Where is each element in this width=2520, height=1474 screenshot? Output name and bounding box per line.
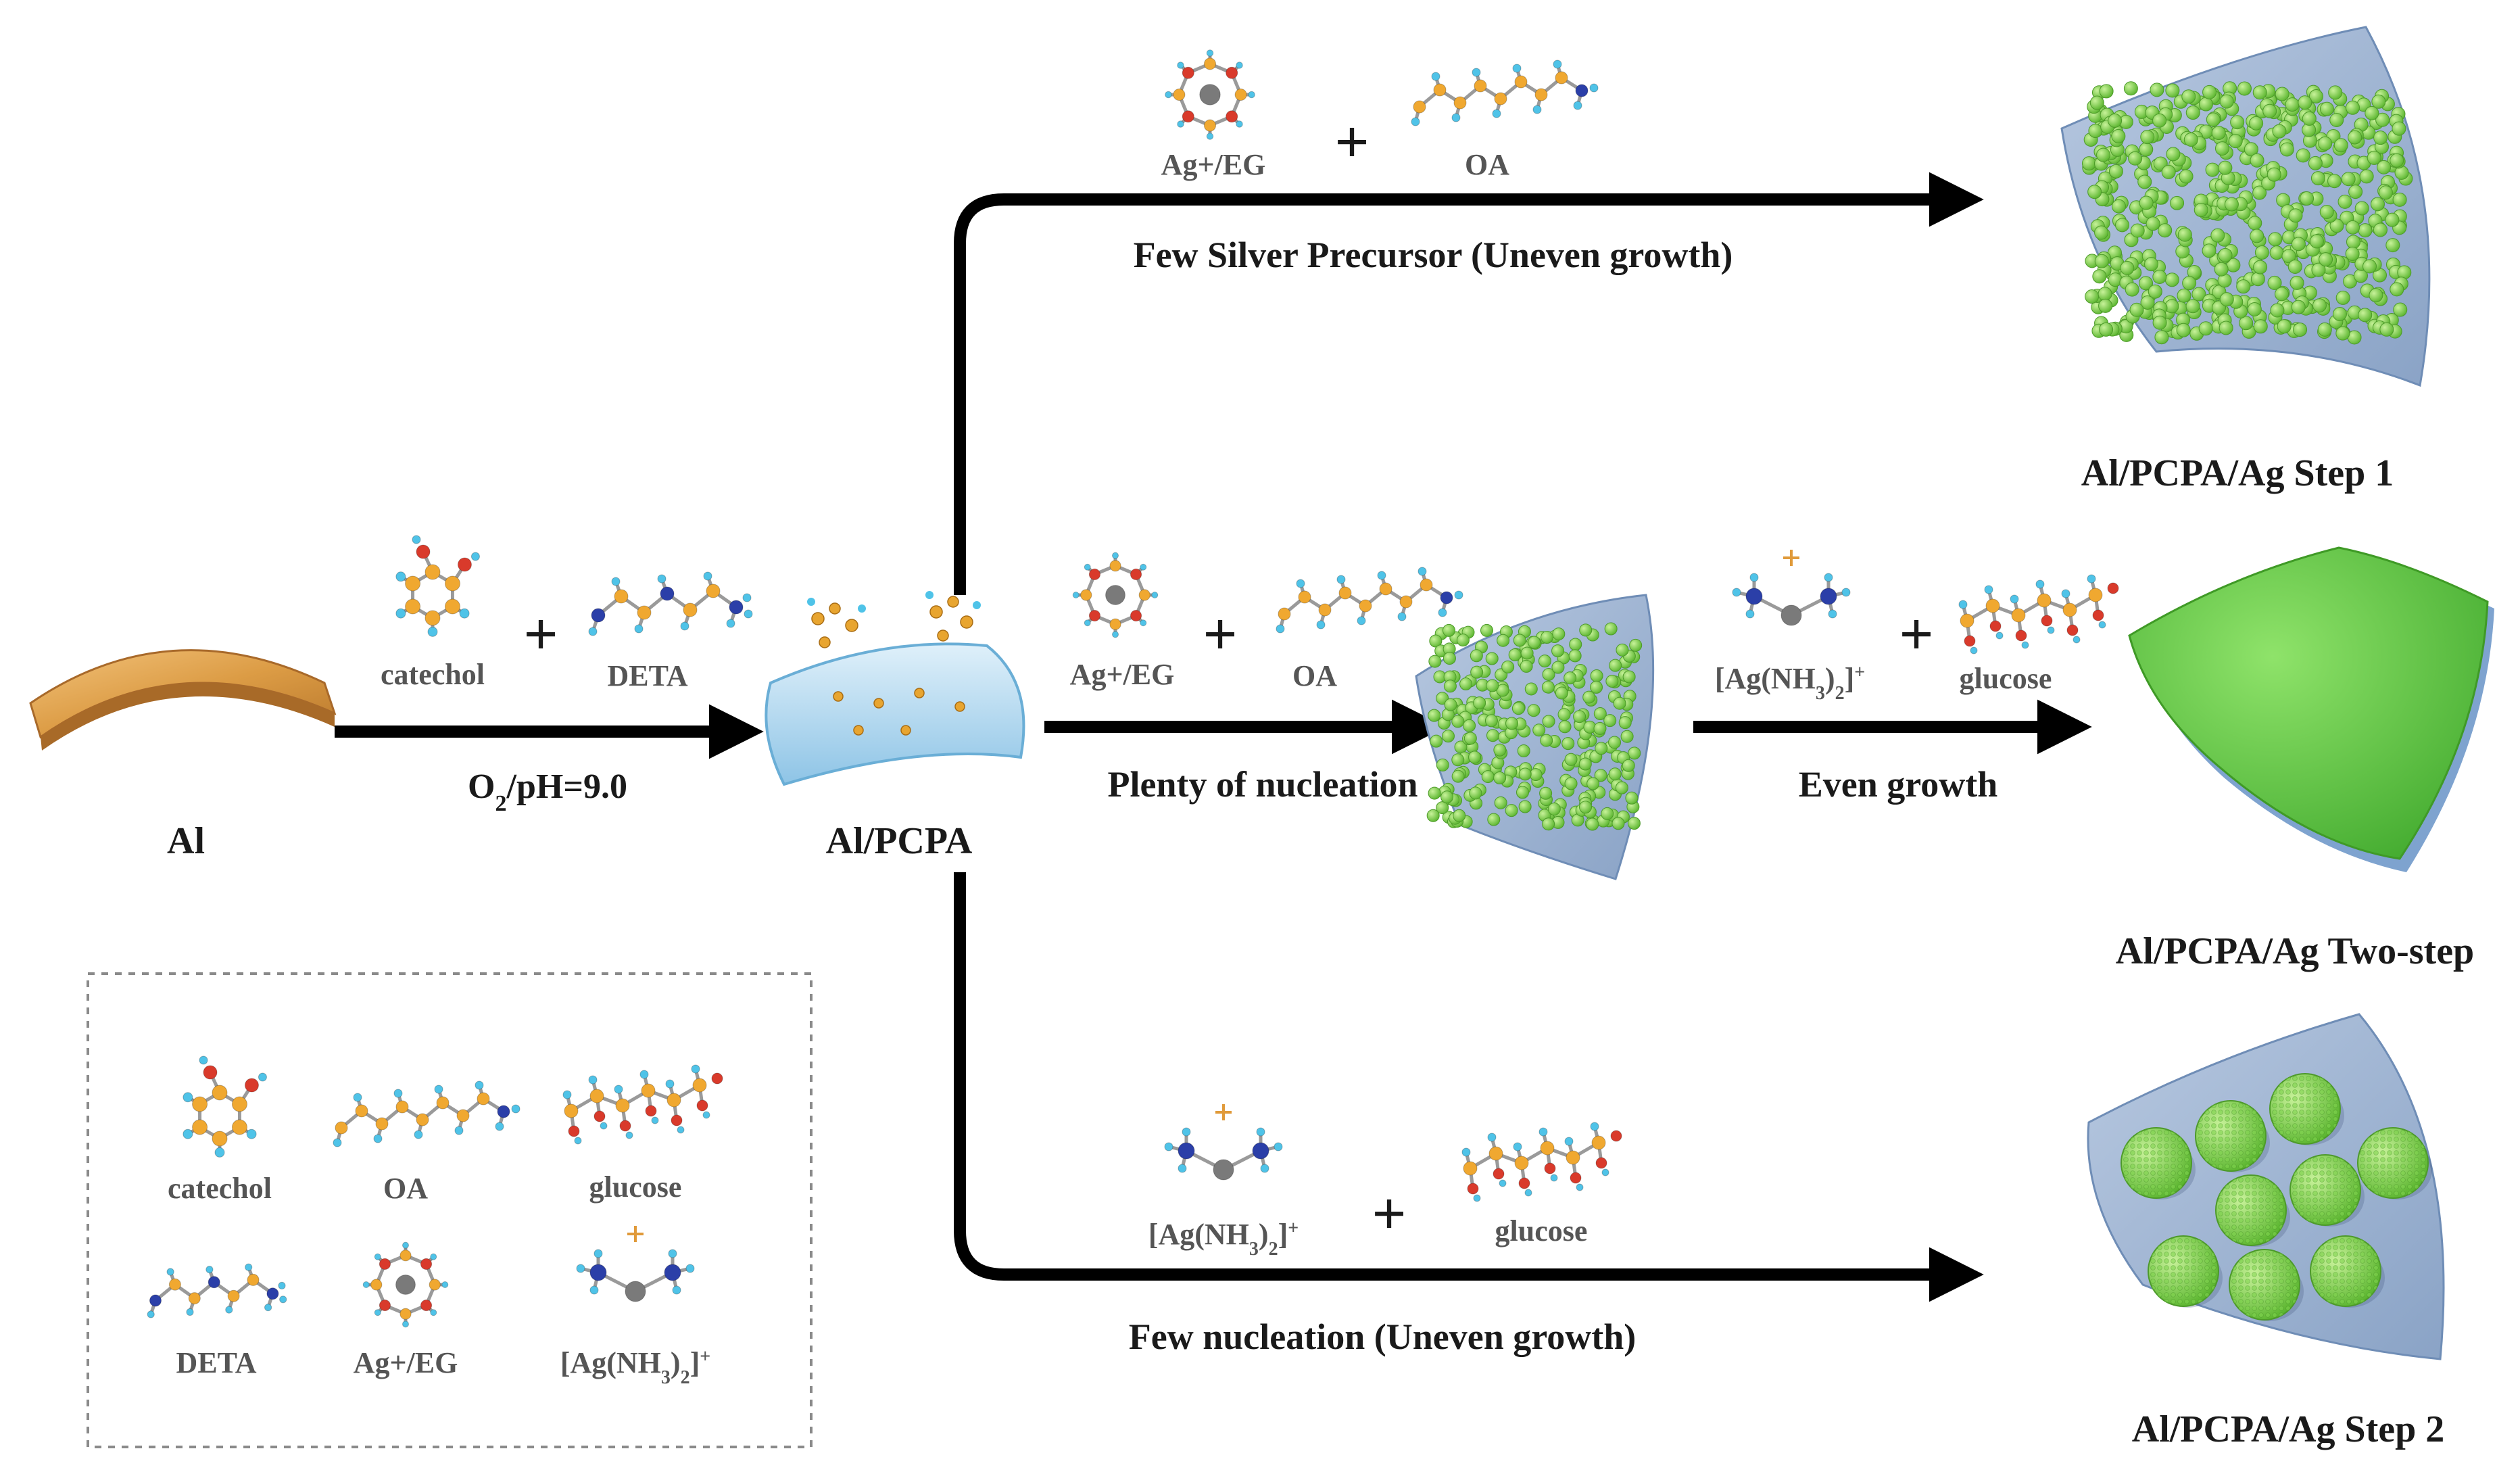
legend-deta: DETA — [176, 1346, 257, 1379]
plus-icon: + — [1899, 601, 1933, 668]
label-top-oa: OA — [1465, 148, 1509, 181]
glucose-molecule-icon — [1461, 1122, 1622, 1202]
label-plenty-nucleation: Plenty of nucleation — [1108, 764, 1418, 805]
label-al: Al — [167, 820, 205, 862]
label-top-pathway: Few Silver Precursor (Uneven growth) — [1134, 235, 1733, 275]
step2-product — [2087, 1013, 2445, 1360]
silver-diammine-complex-icon — [1164, 1104, 1283, 1181]
label-step2: Al/PCPA/Ag Step 2 — [2132, 1408, 2445, 1450]
label-two-step: Al/PCPA/Ag Two-step — [2116, 930, 2474, 972]
plus-icon: + — [1334, 109, 1369, 176]
legend-box — [87, 972, 813, 1448]
legend-ag-eg: Ag+/EG — [354, 1346, 458, 1379]
glucose-molecule-icon — [1958, 574, 2119, 655]
label-mid-ag-complex: [Ag(NH3)2]+ — [1715, 662, 1865, 704]
label-step1: Al/PCPA/Ag Step 1 — [2081, 452, 2394, 494]
silver-cluster — [2121, 1127, 2196, 1199]
silver-ethylene-glycol-icon — [362, 1241, 449, 1328]
silver-cluster — [2269, 1073, 2344, 1145]
legend-ag-complex: [Ag(NH3)2]+ — [560, 1346, 710, 1388]
pcpa-coated-substrate — [765, 591, 1025, 786]
label-bottom-pathway: Few nucleation (Uneven growth) — [1129, 1316, 1636, 1357]
nucleated-surface — [1415, 594, 1655, 880]
silver-ethylene-glycol-icon — [1165, 49, 1255, 140]
plus-icon: + — [523, 601, 558, 668]
label-catechol: catechol — [381, 658, 485, 691]
silver-cluster — [2357, 1127, 2432, 1199]
deta-legend-icon — [147, 1263, 287, 1318]
two-step-product — [2128, 546, 2494, 872]
silver-cluster — [2310, 1235, 2385, 1308]
label-reaction-condition: O2/pH=9.0 — [468, 767, 627, 816]
glucose-molecule-icon — [562, 1064, 723, 1145]
catechol-molecule-icon — [183, 1055, 267, 1158]
silver-cluster — [2289, 1154, 2365, 1227]
catechol-molecule-icon — [395, 535, 480, 637]
label-deta: DETA — [608, 659, 688, 692]
arrows — [335, 172, 2092, 1302]
label-mid-oa: OA — [1292, 659, 1337, 692]
aluminum-substrate — [29, 649, 337, 751]
legend-catechol: catechol — [168, 1172, 272, 1205]
silver-cluster — [2229, 1249, 2304, 1321]
step1-product — [2060, 26, 2431, 387]
oleylamine-molecule-icon — [1276, 567, 1463, 634]
silver-cluster — [2215, 1174, 2290, 1247]
label-mid-ag-eg: Ag+/EG — [1070, 658, 1175, 691]
silver-diammine-complex-icon — [576, 1226, 695, 1302]
label-even-growth: Even growth — [1799, 764, 1998, 805]
arrow-top-branch — [954, 172, 1984, 595]
oleylamine-molecule-icon — [333, 1080, 520, 1147]
silver-cluster — [2148, 1235, 2223, 1308]
plus-icon: + — [1203, 601, 1237, 668]
legend-oa: OA — [383, 1172, 428, 1205]
silver-cluster — [2195, 1100, 2270, 1172]
label-bottom-ag-complex: [Ag(NH3)2]+ — [1148, 1218, 1299, 1260]
silver-diammine-complex-icon — [1732, 550, 1851, 626]
label-top-ag-eg: Ag+/EG — [1161, 148, 1266, 181]
deta-molecule-icon — [588, 571, 753, 636]
plus-icon: + — [1372, 1181, 1406, 1247]
silver-ethylene-glycol-icon — [1072, 552, 1159, 638]
molecule-icons — [147, 49, 2119, 1328]
label-bottom-glucose: glucose — [1495, 1214, 1588, 1247]
legend-glucose: glucose — [589, 1170, 682, 1204]
label-al-pcpa: Al/PCPA — [826, 820, 973, 862]
arrow-bottom-branch — [954, 872, 1984, 1302]
label-mid-glucose: glucose — [1960, 662, 2052, 695]
oleylamine-molecule-icon — [1411, 60, 1599, 126]
